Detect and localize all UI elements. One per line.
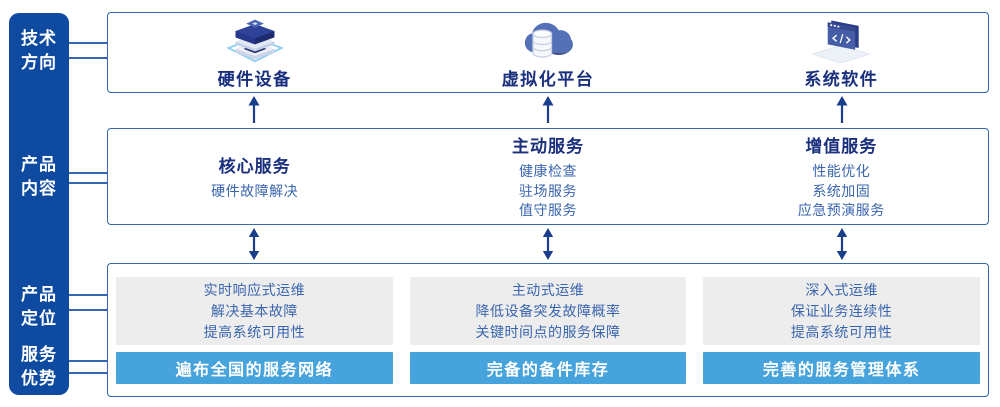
sidebar-label-line: 产品 bbox=[21, 285, 57, 304]
sidebar-label-tech-direction: 技术 方向 bbox=[9, 27, 69, 75]
double-arrow bbox=[542, 228, 554, 260]
connector-line bbox=[69, 309, 107, 311]
up-arrow bbox=[248, 96, 260, 123]
sidebar-label-product-content: 产品 内容 bbox=[9, 153, 69, 201]
service-item: 驻场服务 bbox=[518, 182, 577, 199]
positioning-panel: 主动式运维 降低设备突发故障概率 关键时间点的服务保障 bbox=[409, 277, 687, 345]
sidebar-label-line: 定位 bbox=[21, 309, 57, 328]
software-window-icon bbox=[803, 15, 879, 63]
tech-column-hardware: 硬件设备 bbox=[108, 13, 401, 92]
positioning-panel: 实时响应式运维 解决基本故障 提高系统可用性 bbox=[116, 277, 393, 345]
tech-label-hardware: 硬件设备 bbox=[217, 70, 292, 89]
connector-line bbox=[69, 57, 107, 59]
product-content-box: 核心服务 硬件故障解决 主动服务 健康检查 驻场服务 值守服务 增值服务 性能优… bbox=[107, 128, 989, 225]
up-arrow bbox=[542, 96, 554, 123]
service-column-proactive: 主动服务 健康检查 驻场服务 值守服务 bbox=[401, 129, 694, 224]
sidebar-label-line: 技术 bbox=[21, 29, 57, 48]
category-sidebar: 技术 方向 产品 内容 产品 定位 服务 优势 bbox=[9, 13, 69, 395]
positioning-line: 保证业务连续性 bbox=[790, 302, 893, 319]
tech-label-software: 系统软件 bbox=[804, 70, 879, 89]
service-item: 健康检查 bbox=[518, 163, 577, 180]
double-arrow bbox=[248, 228, 260, 260]
connector-line bbox=[69, 360, 107, 362]
positioning-line: 提高系统可用性 bbox=[790, 323, 893, 340]
connector-line bbox=[69, 372, 107, 374]
advantage-bar: 遍布全国的服务网络 bbox=[116, 352, 393, 384]
connector-line bbox=[69, 42, 107, 44]
positioning-line: 主动式运维 bbox=[511, 281, 585, 298]
service-column-value-added: 增值服务 性能优化 系统加固 应急预演服务 bbox=[695, 129, 988, 224]
positioning-column-3: 深入式运维 保证业务连续性 提高系统可用性 完善的服务管理体系 bbox=[703, 277, 981, 384]
double-arrow bbox=[836, 228, 848, 260]
up-arrow bbox=[836, 96, 848, 123]
positioning-column-2: 主动式运维 降低设备突发故障概率 关键时间点的服务保障 完备的备件库存 bbox=[409, 277, 687, 384]
server-stack-icon bbox=[217, 15, 293, 63]
sidebar-label-product-positioning: 产品 定位 bbox=[9, 283, 69, 331]
service-item: 硬件故障解决 bbox=[211, 182, 299, 199]
service-column-core: 核心服务 硬件故障解决 bbox=[108, 129, 401, 224]
connector-line bbox=[69, 182, 107, 184]
connector-line bbox=[69, 172, 107, 174]
service-header: 主动服务 bbox=[511, 137, 584, 157]
service-item: 应急预演服务 bbox=[797, 202, 885, 219]
advantage-bar: 完善的服务管理体系 bbox=[703, 352, 981, 384]
sidebar-label-line: 优势 bbox=[21, 369, 57, 388]
positioning-panel: 深入式运维 保证业务连续性 提高系统可用性 bbox=[703, 277, 981, 345]
service-item: 值守服务 bbox=[518, 202, 577, 219]
service-header: 增值服务 bbox=[805, 137, 878, 157]
sidebar-label-line: 内容 bbox=[21, 179, 57, 198]
advantage-bar: 完备的备件库存 bbox=[409, 352, 687, 384]
positioning-line: 深入式运维 bbox=[805, 281, 878, 298]
cloud-platform-icon bbox=[510, 15, 586, 63]
service-header: 核心服务 bbox=[218, 156, 291, 176]
sidebar-label-line: 方向 bbox=[21, 53, 57, 72]
tech-direction-box: 硬件设备 虚拟化平台 bbox=[107, 12, 989, 93]
connector-line bbox=[69, 294, 107, 296]
positioning-line: 提高系统可用性 bbox=[203, 323, 306, 340]
sidebar-label-service-advantage: 服务 优势 bbox=[9, 343, 69, 391]
sidebar-label-line: 产品 bbox=[21, 155, 57, 174]
service-item: 性能优化 bbox=[812, 163, 871, 180]
tech-label-virtualization: 虚拟化平台 bbox=[501, 70, 595, 89]
positioning-line: 实时响应式运维 bbox=[203, 281, 306, 298]
service-item: 系统加固 bbox=[812, 182, 871, 199]
tech-column-software: 系统软件 bbox=[695, 13, 988, 92]
positioning-line: 降低设备突发故障概率 bbox=[475, 302, 621, 319]
tech-column-virtualization: 虚拟化平台 bbox=[401, 13, 694, 92]
positioning-line: 关键时间点的服务保障 bbox=[475, 323, 621, 340]
positioning-column-1: 实时响应式运维 解决基本故障 提高系统可用性 遍布全国的服务网络 bbox=[116, 277, 393, 384]
sidebar-label-line: 服务 bbox=[21, 345, 57, 364]
positioning-line: 解决基本故障 bbox=[210, 302, 298, 319]
positioning-advantage-box: 实时响应式运维 解决基本故障 提高系统可用性 遍布全国的服务网络 主动式运维 降… bbox=[107, 263, 989, 397]
